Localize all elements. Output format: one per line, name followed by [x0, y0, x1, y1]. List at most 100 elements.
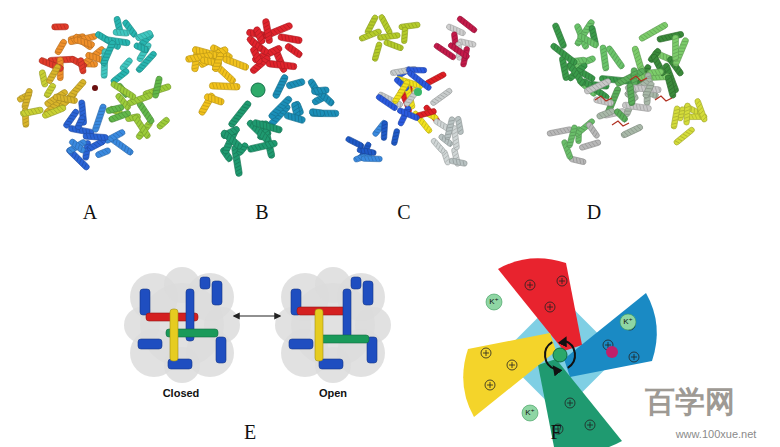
- helix: [566, 124, 578, 148]
- helix: [391, 128, 400, 146]
- helix: [252, 119, 283, 134]
- helix: [100, 40, 116, 67]
- helix: [54, 38, 68, 56]
- helix: [74, 115, 86, 131]
- subunit-blade: [538, 359, 622, 447]
- helix: [222, 55, 250, 71]
- helix: [401, 27, 408, 44]
- helix: [53, 94, 78, 104]
- helix: [109, 135, 134, 156]
- helix: [657, 31, 685, 43]
- helix: [46, 63, 62, 84]
- ion-label: K⁺: [525, 409, 535, 417]
- helix: [399, 22, 421, 30]
- helix: [613, 108, 629, 124]
- helix: [20, 107, 44, 117]
- helix: [132, 114, 152, 140]
- helix: [449, 158, 468, 167]
- pinwheel-schematic: [463, 258, 657, 447]
- helix: [561, 139, 573, 160]
- helix: [314, 87, 335, 107]
- helix: [286, 78, 306, 89]
- ion-label: K⁺: [489, 298, 499, 306]
- helix: [638, 21, 669, 42]
- helix: [361, 156, 382, 162]
- helix: [52, 24, 69, 30]
- ion-label: K⁺: [623, 318, 633, 326]
- helix: [247, 140, 278, 153]
- panel-d-structure: [547, 19, 708, 166]
- helix: [135, 30, 153, 42]
- panel-a-structure: [16, 16, 171, 171]
- panel-letter: C: [397, 202, 410, 222]
- helix: [133, 42, 150, 53]
- helix: [156, 116, 171, 130]
- helix: [672, 35, 678, 61]
- helix: [407, 69, 433, 91]
- helix: [605, 45, 625, 70]
- helix: [550, 42, 579, 66]
- panel-letter: F: [550, 422, 561, 442]
- helix: [278, 33, 303, 44]
- helix: [204, 93, 225, 106]
- helix: [309, 108, 325, 117]
- helix: [250, 46, 264, 65]
- helix: [579, 139, 602, 151]
- panel-letter: B: [255, 202, 268, 222]
- helix: [113, 29, 130, 36]
- panel-letter: D: [587, 202, 601, 222]
- closed-channel-cartoon: [124, 267, 240, 383]
- helix: [593, 96, 614, 106]
- helix: [447, 42, 470, 60]
- watermark-url: www.100xue.net: [676, 429, 757, 440]
- helix: [284, 112, 306, 124]
- helix: [622, 102, 652, 112]
- helix: [627, 83, 635, 106]
- subunit-blade: [564, 293, 657, 377]
- helix: [152, 76, 163, 99]
- helix: [77, 57, 86, 74]
- helix: [585, 121, 600, 139]
- helix: [73, 36, 95, 48]
- helix: [135, 50, 157, 74]
- panel-c-structure: [345, 14, 478, 167]
- helix: [105, 104, 124, 114]
- helix: [209, 82, 240, 90]
- subunit-blade: [463, 333, 556, 417]
- helix: [92, 103, 107, 133]
- helix: [694, 98, 708, 123]
- helix: [584, 78, 612, 95]
- helix: [381, 121, 388, 141]
- helix: [566, 61, 586, 86]
- helix: [383, 39, 404, 51]
- helix: [272, 74, 289, 100]
- state-transition-arrow: [234, 315, 280, 316]
- helix: [684, 103, 691, 125]
- helix: [253, 26, 266, 45]
- helix: [372, 41, 383, 62]
- helix: [66, 138, 87, 154]
- state-caption: Open: [319, 388, 347, 399]
- helix: [211, 52, 224, 73]
- helix: [284, 42, 303, 58]
- helix: [392, 79, 411, 105]
- helix: [430, 87, 453, 106]
- helix: [547, 126, 573, 136]
- helix: [311, 87, 329, 95]
- panel-letter: A: [83, 202, 97, 222]
- watermark-cn: 百学网: [645, 387, 735, 417]
- panel-letter: E: [244, 422, 256, 442]
- helix: [359, 28, 383, 42]
- ion-sphere: [486, 294, 502, 310]
- helix: [68, 138, 86, 154]
- helix: [136, 100, 155, 125]
- helix: [673, 126, 696, 146]
- helix: [42, 104, 67, 119]
- state-caption: Closed: [163, 388, 200, 399]
- helix: [95, 147, 112, 158]
- helix: [397, 107, 420, 121]
- helix: [671, 105, 680, 129]
- helix: [21, 88, 33, 110]
- ion-sphere: [620, 314, 636, 330]
